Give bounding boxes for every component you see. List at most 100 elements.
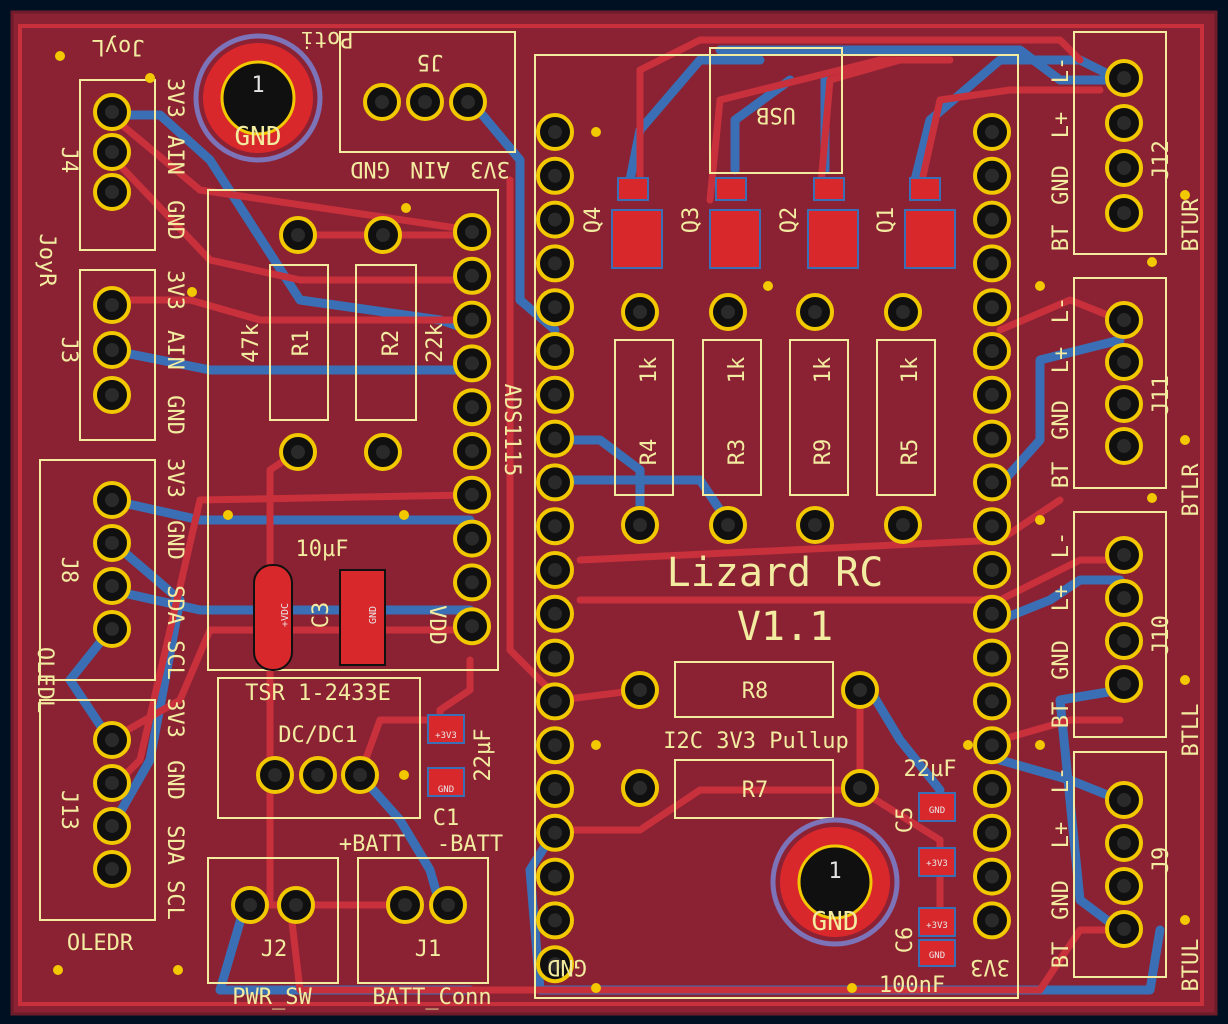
pad-hole: [548, 344, 562, 358]
c1-value: 22µF: [471, 729, 496, 782]
top-traces: [106, 36, 1124, 994]
pad-hole: [1117, 591, 1131, 605]
pad-hole: [853, 781, 867, 795]
pad-hole: [465, 444, 479, 458]
pullup-label: I2C 3V3 Pullup: [663, 729, 848, 754]
j9-pin-bt: BT: [1049, 942, 1074, 969]
pad-hole: [243, 898, 257, 912]
r1-ref: R1: [289, 330, 314, 357]
j3-name: JoyR: [34, 234, 59, 288]
pad-hole: [985, 519, 999, 534]
pad-hole: [548, 475, 562, 490]
pad-hole: [985, 650, 999, 665]
bottom-traces: [65, 45, 1165, 995]
via: [963, 740, 973, 750]
j10-pin-lminus: L-: [1049, 532, 1074, 559]
pad-hole: [291, 445, 305, 459]
via: [1180, 675, 1190, 685]
j5-ref: J5: [417, 49, 444, 74]
via: [1180, 915, 1190, 925]
r2-value: 22k: [423, 323, 448, 363]
j9-pin-lplus: L+: [1049, 822, 1074, 849]
pad-hole: [985, 869, 999, 884]
pad-hole: [985, 475, 999, 490]
via: [401, 203, 411, 213]
via: [399, 510, 409, 520]
pad-hole: [548, 869, 562, 884]
pad-hole: [1117, 313, 1131, 327]
pad-hole: [808, 518, 822, 532]
adc-vdd: VDD: [424, 605, 449, 645]
c6-value: 100nF: [879, 973, 945, 998]
j5-pin-gnd: GND: [350, 156, 390, 181]
q4-ref: Q4: [581, 207, 606, 234]
via: [187, 287, 197, 297]
pad-hole: [896, 305, 910, 319]
j9-pin-gnd: GND: [1049, 880, 1074, 920]
pad-hole: [376, 445, 390, 459]
via: [847, 983, 857, 993]
pad-hole: [1117, 634, 1131, 648]
pad-hole: [548, 256, 562, 271]
j13-pin-3v3: 3V3: [162, 698, 187, 738]
j11-pin-bt: BT: [1049, 462, 1074, 489]
j11-pin-gnd: GND: [1049, 400, 1074, 440]
r2-ref: R2: [379, 330, 404, 357]
j2-ref: J2: [261, 937, 288, 962]
board-edge: [18, 24, 1204, 1006]
j11-name: BTLR: [1179, 463, 1204, 517]
dcdc-name: DC/DC1: [278, 723, 357, 748]
pad-hole: [721, 305, 735, 319]
mcu-usb: USB: [756, 102, 796, 127]
j11-ref: J11: [1149, 375, 1174, 415]
pad-hole: [985, 825, 999, 840]
via: [173, 965, 183, 975]
pad-hole: [548, 519, 562, 534]
via: [763, 281, 773, 291]
j10-pin-bt: BT: [1049, 702, 1074, 729]
pad-hole: [985, 782, 999, 796]
via: [53, 965, 63, 975]
pad-hole: [985, 125, 999, 139]
pad-hole: [268, 768, 282, 782]
through-hole-pads: [53, 51, 1190, 993]
r7-ref: R7: [742, 778, 769, 803]
via: [145, 73, 155, 83]
pad-hole: [1117, 116, 1131, 130]
via: [1147, 257, 1157, 267]
pad-hole: [548, 650, 562, 665]
mcu-gnd: GND: [547, 954, 587, 979]
j10-ref: J10: [1149, 615, 1174, 655]
pad-hole: [398, 898, 412, 912]
pad-hole: [985, 168, 999, 183]
pad-hole: [465, 487, 479, 502]
r5-ref: R5: [898, 439, 923, 466]
pad-hole: [353, 768, 367, 782]
pad-hole: [105, 388, 119, 402]
via: [55, 51, 65, 61]
j5-pin-ain: AIN: [410, 156, 450, 181]
j12-pin-lminus: L-: [1049, 57, 1074, 84]
pad-hole: [1117, 71, 1131, 85]
pad-hole: [465, 575, 479, 590]
pad-hole: [985, 387, 999, 402]
r3-ref: R3: [725, 439, 750, 466]
pad-hole: [985, 694, 999, 709]
mcu-3v3: 3V3: [970, 954, 1010, 979]
pad-hole: [853, 683, 867, 697]
pad-hole: [985, 344, 999, 358]
adc-name: ADS1115: [499, 384, 524, 477]
pad-hole: [1117, 677, 1131, 691]
j5-pin-3v3: 3V3: [470, 156, 510, 181]
pad-hole: [548, 738, 562, 753]
pad-hole: [465, 225, 479, 239]
pad-hole: [1117, 397, 1131, 411]
dcdc-part: TSR 1-2433E: [245, 681, 391, 706]
pad-hole: [633, 518, 647, 532]
j8-pin-3v3: 3V3: [162, 458, 187, 498]
pad-hole: [548, 825, 562, 840]
via: [1035, 740, 1045, 750]
via: [1180, 190, 1190, 200]
pad-hole: [291, 228, 305, 242]
pad-hole: [105, 298, 119, 312]
